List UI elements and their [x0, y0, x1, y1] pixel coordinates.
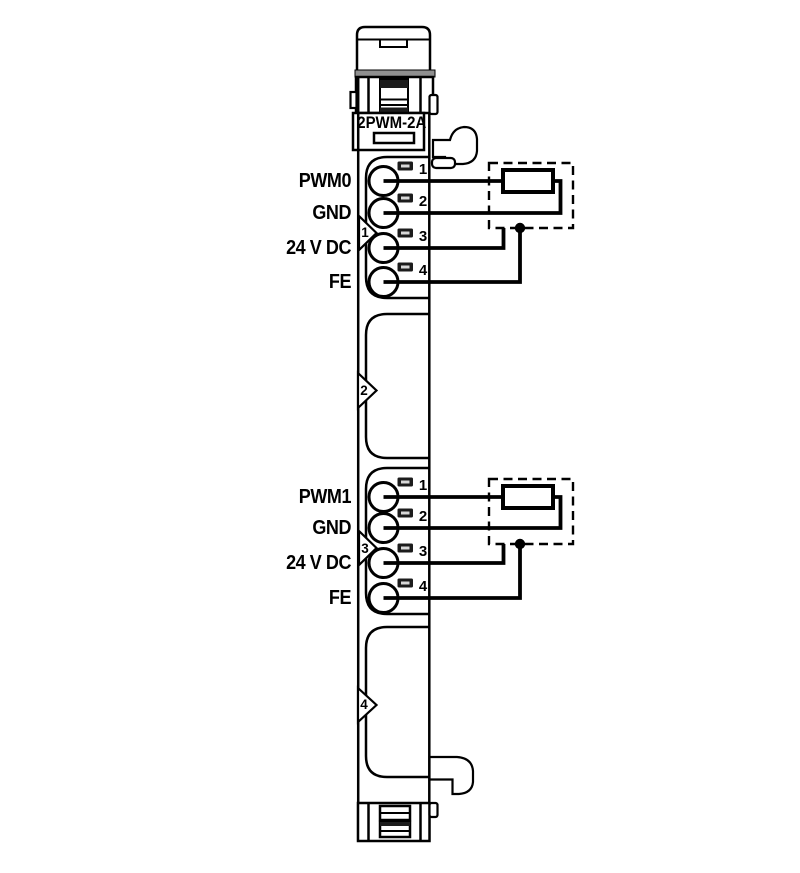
top-cap: [355, 25, 432, 70]
led-slit: [401, 164, 410, 168]
top-cap-outline: [355, 25, 432, 70]
load-group-1: [367, 161, 575, 298]
position-marker-triangle-1: [357, 213, 379, 253]
pin-number: 2: [418, 193, 428, 210]
wire-fe-2: [383, 544, 522, 600]
terminal-label-gnd-2: GND: [312, 517, 351, 539]
led-slit: [401, 546, 410, 550]
top-latch: [349, 69, 439, 116]
position-marker-triangle-2: [356, 370, 379, 411]
terminal-label-24vdc-2: 24 V DC: [286, 552, 351, 574]
junction-dot-2: [514, 538, 526, 550]
pin-number: 2: [418, 508, 428, 525]
terminal-label-pwm0: PWM0: [298, 170, 352, 192]
position-marker-triangle-3: [357, 528, 379, 568]
terminal-label-fe-1: FE: [328, 271, 352, 293]
latch-tab-right: [428, 93, 439, 116]
bottom-latch: [356, 801, 439, 843]
model-label: 2PWM-2A: [357, 113, 427, 132]
wire-24vdc-1: [383, 228, 506, 250]
load-outline-1: [487, 161, 575, 230]
top-release-lever: [430, 125, 479, 170]
position-marker-number-1: 1: [361, 225, 369, 240]
led-slit: [401, 196, 410, 200]
wire-gnd-return-1: [383, 179, 563, 215]
led-slit: [401, 265, 410, 269]
pin-number: 3: [418, 543, 428, 560]
bottom-latch-tab-right: [428, 801, 439, 819]
pin-number: 1: [418, 477, 428, 494]
load-outline-2: [487, 477, 575, 546]
position-marker-number-2: 2: [360, 383, 368, 398]
latch-slot-bar-top: [380, 80, 408, 88]
bottom-latch-slot2-bar: [380, 822, 410, 826]
junction-dot-1: [514, 222, 526, 234]
wire-gnd-return-2: [383, 495, 563, 530]
panel-blank-4: [364, 625, 430, 779]
latch-slot-bar-bottom: [380, 107, 408, 112]
pin-number: 3: [418, 228, 428, 245]
terminal-label-pwm1: PWM1: [298, 486, 352, 508]
latch-tab-left: [349, 90, 358, 110]
panel-blank-2: [364, 312, 430, 460]
terminal-label-24vdc-1: 24 V DC: [286, 237, 351, 259]
led-slit: [401, 511, 410, 515]
led-slit: [401, 581, 410, 585]
marking-label: [351, 111, 426, 152]
led-slit: [401, 480, 410, 484]
wire-fe-1: [383, 228, 522, 284]
top-cap-clip: [379, 39, 408, 48]
pin-number: 1: [418, 161, 428, 178]
terminal-label-fe-2: FE: [328, 587, 352, 609]
load-resistor-1: [501, 168, 555, 194]
terminal-label-gnd-1: GND: [312, 202, 351, 224]
release-hook-icon: [431, 125, 479, 166]
wire-24vdc-2: [383, 544, 506, 565]
led-slit: [401, 231, 410, 235]
pin-number: 4: [418, 262, 428, 279]
pin-number: 4: [418, 578, 428, 595]
position-marker-number-4: 4: [360, 697, 368, 712]
marking-label-slot: [372, 131, 416, 145]
bottom-mounting-hook-icon: [428, 755, 475, 796]
load-group-2: [367, 477, 575, 614]
load-resistor-2: [501, 484, 555, 510]
release-hook-tab: [430, 156, 457, 170]
position-marker-triangle-4: [356, 685, 379, 725]
position-marker-number-3: 3: [361, 541, 369, 556]
